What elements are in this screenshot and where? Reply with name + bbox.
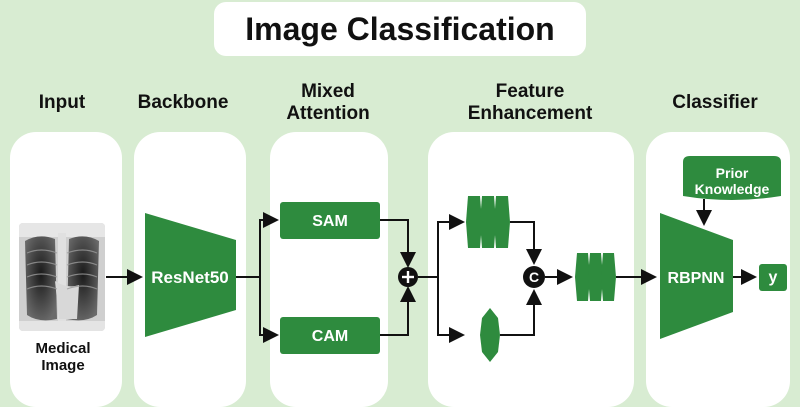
input-caption-line1: Medical	[35, 340, 91, 357]
column-header-classifier-text: Classifier	[672, 92, 758, 113]
column-header-mixed-line1: Mixed	[301, 81, 355, 102]
column-header-classifier: Classifier	[650, 92, 780, 114]
column-header-backbone: Backbone	[128, 92, 238, 114]
column-header-feature-line2: Enhancement	[467, 103, 593, 124]
arrow-to-sam	[259, 212, 279, 277]
concat-symbol: C	[529, 269, 539, 285]
arrow-lower-to-concat	[500, 289, 542, 336]
input-caption: Medical Image	[10, 340, 116, 374]
backbone-block	[145, 213, 236, 337]
arrow-sam-to-add	[380, 219, 416, 268]
feature-block-upper	[466, 196, 510, 248]
arrow-to-lower-feature	[437, 277, 465, 343]
arrow-to-upper-feature	[437, 214, 465, 277]
prior-label-line2: Knowledge	[695, 181, 770, 197]
concat-op-icon: C	[523, 266, 545, 288]
diagram-title: Image Classification	[245, 10, 555, 47]
add-op-icon	[398, 267, 418, 287]
feature-block-lower	[480, 308, 500, 362]
sam-label: SAM	[312, 213, 348, 230]
prior-label-line1: Prior	[716, 165, 749, 181]
backbone-label: ResNet50	[151, 268, 229, 287]
arrow-to-cam	[259, 277, 279, 343]
arrow-upper-to-concat	[510, 221, 542, 265]
cam-label: CAM	[312, 328, 348, 345]
column-header-backbone-text: Backbone	[137, 92, 229, 113]
sam-block	[280, 202, 380, 239]
output-block	[759, 264, 787, 291]
prior-knowledge-block	[683, 156, 781, 200]
classifier-block	[660, 213, 733, 339]
arrow-cam-to-add	[380, 286, 416, 336]
panel-mixed-attention	[270, 132, 388, 407]
column-header-mixed-line2: Attention	[286, 103, 370, 124]
output-label: y	[769, 269, 778, 286]
feature-block-fused	[575, 253, 616, 301]
title-box: Image Classification	[214, 2, 586, 56]
cam-block	[280, 317, 380, 354]
xray-image	[19, 223, 105, 331]
input-caption-line2: Image	[41, 357, 85, 374]
column-header-feature-enhancement: Feature Enhancement	[440, 81, 620, 125]
column-header-mixed-attention: Mixed Attention	[264, 81, 392, 125]
classifier-label: RBPNN	[668, 270, 725, 287]
column-header-input: Input	[22, 92, 102, 114]
column-header-feature-line1: Feature	[495, 81, 565, 102]
column-header-input-text: Input	[38, 92, 86, 113]
